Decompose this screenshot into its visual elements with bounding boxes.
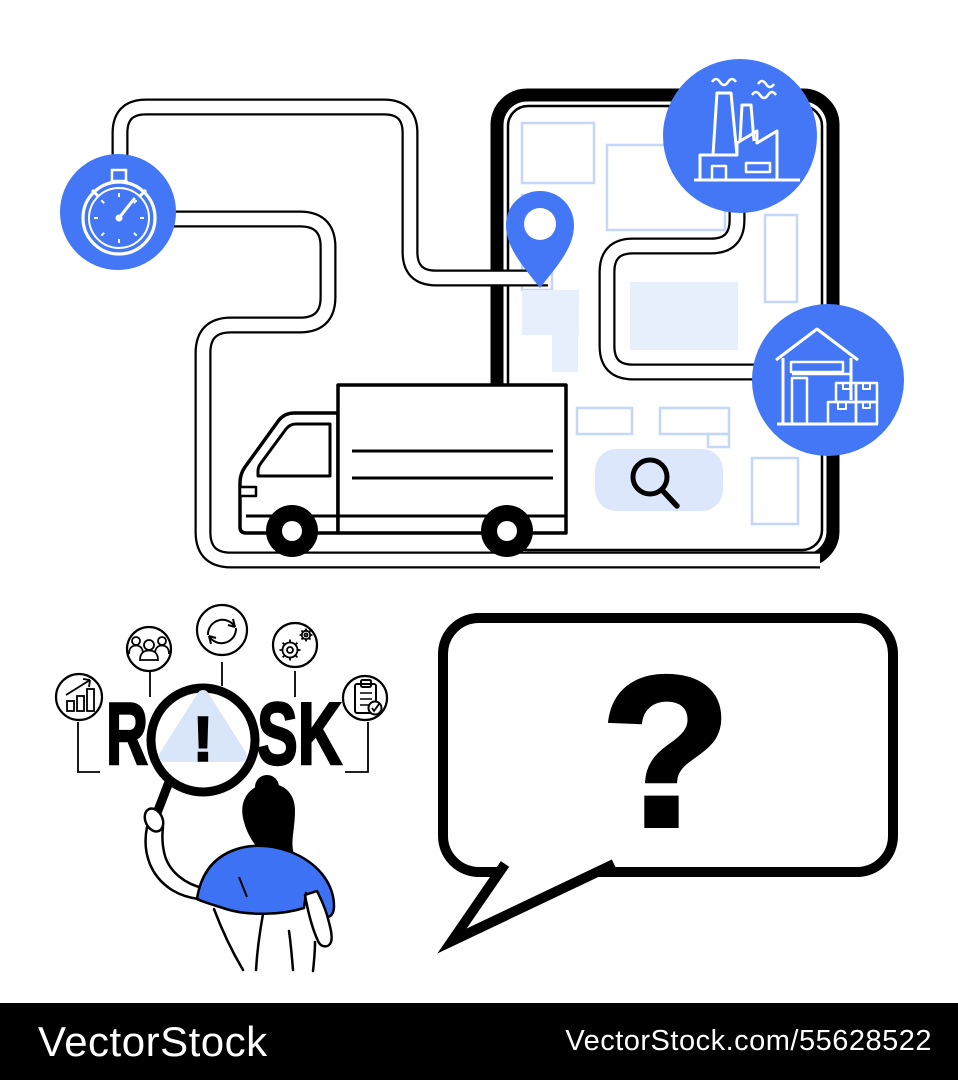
route-stopwatch-to-pin (111, 98, 548, 287)
route-factory-to-warehouse (598, 190, 760, 381)
exclamation-mark: ! (192, 703, 213, 775)
illustration-canvas: R SK ! ? (54, 59, 904, 973)
person-head (242, 775, 295, 865)
factory-badge (663, 59, 817, 213)
watermark-url: VectorStock.com/55628522 (565, 1025, 932, 1057)
delivery-truck (238, 383, 568, 557)
bar-chart-icon (54, 672, 104, 722)
risk-connector-lines (77, 662, 369, 773)
magnifier-icon: ! (146, 683, 260, 818)
person-raised-arm (144, 825, 205, 901)
speech-bubble-tail (437, 859, 617, 954)
map-search-bar (595, 449, 723, 511)
map-buildings (520, 121, 800, 526)
person-shirt (195, 844, 336, 919)
risk-letter-r: R (106, 684, 148, 783)
truck-wheels (266, 505, 533, 557)
question-mark: ? (600, 631, 731, 872)
truck-window (256, 422, 332, 478)
search-bar-field (595, 449, 723, 511)
team-icon (125, 625, 173, 673)
person (143, 775, 336, 973)
speech-bubble: ? (437, 613, 898, 954)
warehouse-badge-circle (752, 304, 904, 456)
truck-handle (238, 485, 258, 498)
person-legs (212, 907, 317, 973)
watermark-brand: VectorStock (38, 1017, 268, 1065)
watermark-bar: VectorStock VectorStock.com/55628522 (0, 1003, 958, 1080)
risk-letters-sk: SK (257, 684, 342, 783)
speech-bubble-body (438, 613, 898, 877)
warehouse-badge (752, 304, 904, 456)
magnifier-handle (152, 777, 174, 818)
person-sleeve-fold (238, 876, 248, 898)
factory-icon (694, 77, 800, 182)
truck-box (336, 383, 568, 535)
search-icon (630, 457, 680, 509)
route-stopwatch-to-depot (150, 210, 820, 569)
person-lower-arm (303, 889, 333, 948)
stopwatch-badge (60, 154, 176, 270)
clipboard-check-icon (341, 674, 389, 722)
warehouse-icon (775, 327, 879, 426)
person-hand (143, 807, 165, 833)
truck-box-lines (352, 449, 553, 480)
warning-triangle-icon (159, 690, 247, 762)
gears-icon (271, 621, 319, 669)
location-pin-icon (506, 191, 574, 288)
route-roads (111, 98, 820, 569)
refresh-icon (195, 603, 249, 657)
risk-word-group: R SK ! (54, 603, 389, 818)
stopwatch-icon (81, 168, 157, 256)
